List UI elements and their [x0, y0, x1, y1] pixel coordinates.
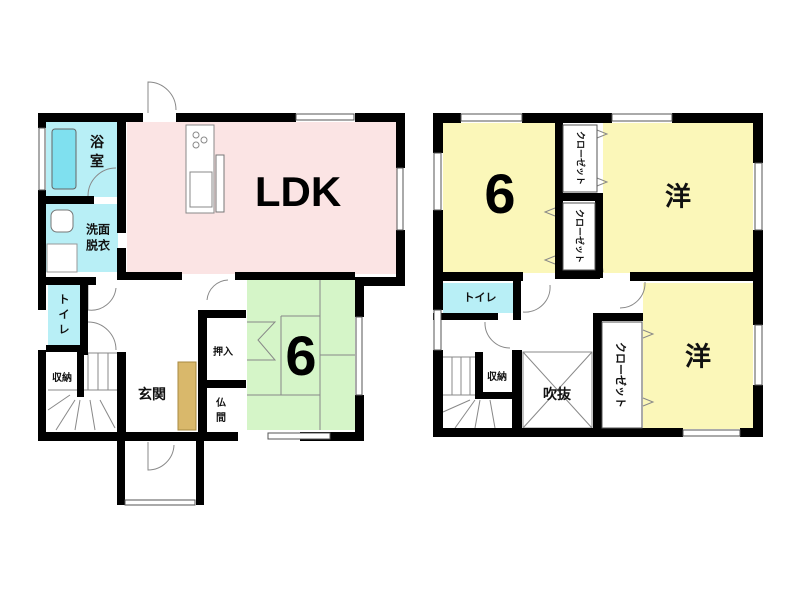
washroom-label: 洗面 [86, 222, 110, 237]
storage-label: 収納 [487, 370, 507, 383]
kitchen-wall-panel [215, 154, 225, 213]
room-6-label: 6 [484, 162, 515, 225]
washroom-label: 脱衣 [86, 238, 110, 253]
washing-machine-area [46, 243, 78, 273]
ldk-room [127, 122, 397, 274]
window [433, 152, 442, 211]
window [355, 316, 363, 396]
wood-floor-strip [177, 361, 197, 431]
bathtub [51, 128, 77, 190]
window [611, 113, 673, 122]
closet [601, 321, 643, 429]
stove-icon [192, 141, 200, 149]
western-room-bottom [643, 283, 753, 429]
room-6 [443, 123, 556, 273]
window [38, 127, 46, 191]
window [682, 429, 741, 437]
window [267, 432, 331, 440]
ldk-label: LDK [255, 168, 341, 215]
floor-1: LDK 浴 室 洗面 脱衣 ト イ レ 収納 玄関 押入 仏 間 6 [38, 81, 405, 506]
stove-icon [200, 136, 208, 144]
stove-icon [192, 131, 200, 139]
window [295, 113, 355, 121]
butsuma-label: 間 [216, 412, 226, 424]
window [754, 324, 763, 386]
closet [562, 124, 598, 193]
kitchen-counter [185, 124, 215, 214]
toilet-label: イ [59, 308, 70, 321]
western-room-label: 洋 [665, 182, 691, 213]
kitchen-sink [189, 171, 213, 208]
western-room-top [603, 123, 753, 273]
bath-label: 室 [90, 153, 104, 170]
toilet-label: レ [59, 323, 70, 336]
oshiire-label: 押入 [213, 345, 233, 358]
bath-label: 浴 [90, 134, 105, 151]
toilet-room-2f [443, 283, 513, 313]
butsuma-label: 仏 [216, 397, 226, 409]
entrance-label: 玄関 [138, 386, 166, 403]
tatami-size-label: 6 [285, 324, 316, 387]
floor-2: 6 洋 洋 クローゼット クローゼット クローゼット トイレ 収納 吹抜 [433, 113, 763, 437]
western-room-label: 洋 [685, 342, 711, 373]
window [460, 113, 523, 122]
closet [562, 202, 596, 271]
sink [50, 209, 74, 233]
window [433, 309, 442, 351]
window [396, 167, 404, 231]
door-swings-1f [87, 81, 277, 471]
tatami-room [247, 277, 355, 430]
closet-label: クローゼット [614, 342, 628, 408]
porch-edge [124, 499, 196, 506]
window [754, 162, 763, 231]
closet-label: クローゼット [575, 131, 587, 185]
closet-label: クローゼット [574, 209, 586, 263]
toilet-label: ト [59, 293, 70, 306]
walls-1f [38, 113, 405, 505]
atrium-label: 吹抜 [543, 386, 572, 403]
toilet-room [48, 285, 80, 350]
stairs-2f [442, 356, 512, 429]
tatami-lines [247, 277, 355, 430]
walls-2f [433, 113, 763, 437]
toilet-label: トイレ [464, 291, 497, 304]
storage-label: 収納 [52, 371, 72, 384]
